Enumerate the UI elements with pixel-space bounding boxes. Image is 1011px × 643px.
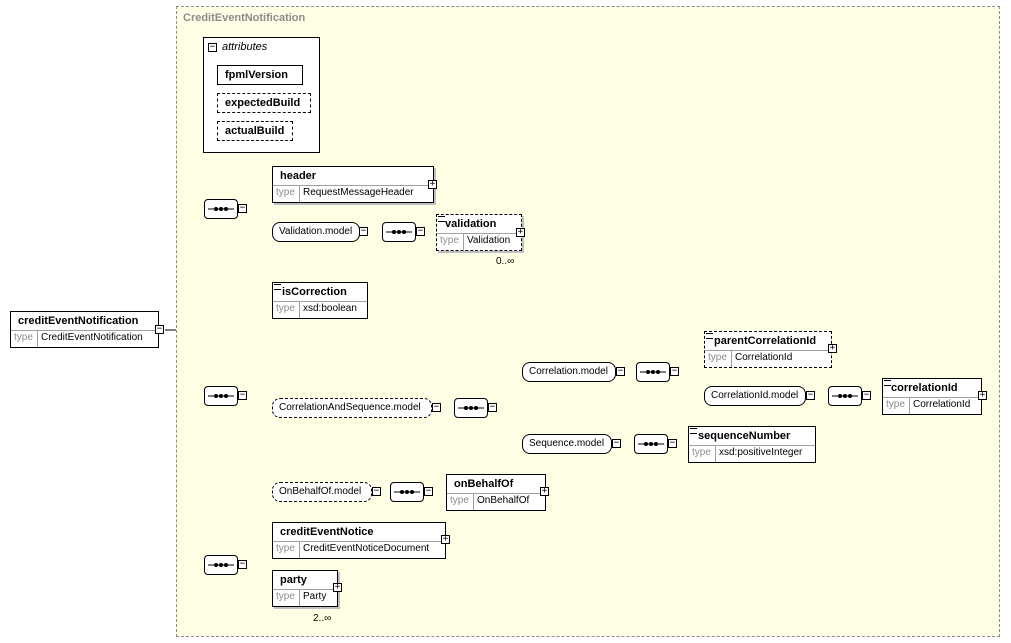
type-value: Validation: [467, 235, 511, 246]
type-label: type: [276, 187, 295, 198]
type-value: CreditEventNoticeDocument: [303, 543, 430, 554]
sequence-compositor-icon[interactable]: [204, 386, 238, 406]
element-name: onBehalfOf: [454, 478, 514, 490]
type-value: CorrelationId: [735, 352, 793, 363]
collapse-icon[interactable]: −: [238, 390, 247, 400]
document-icon: [706, 333, 713, 339]
collapse-icon[interactable]: −: [432, 402, 441, 412]
element-header[interactable]: header type RequestMessageHeader: [272, 166, 434, 203]
type-value: CreditEventNotification: [41, 332, 143, 343]
expand-icon[interactable]: +: [516, 227, 525, 237]
element-sequenceNumber[interactable]: sequenceNumber type xsd:positiveInteger: [688, 426, 816, 463]
element-name: creditEventNotification: [18, 315, 139, 327]
element-name: header: [280, 170, 317, 182]
attributes-title: attributes: [222, 41, 268, 53]
expand-icon[interactable]: +: [428, 179, 437, 189]
collapse-icon[interactable]: −: [238, 559, 247, 569]
type-value: OnBehalfOf: [477, 495, 530, 506]
cardinality-label: 2..∞: [313, 613, 332, 624]
cardinality-label: 0..∞: [496, 256, 515, 267]
root-element-creditEventNotification[interactable]: creditEventNotification type CreditEvent…: [10, 311, 159, 348]
collapse-icon[interactable]: −: [616, 366, 625, 376]
model-group-sequence[interactable]: Sequence.model: [522, 434, 612, 454]
attribute-fpmlVersion[interactable]: fpmlVersion: [217, 65, 303, 85]
collapse-icon[interactable]: −: [612, 438, 621, 448]
element-isCorrection[interactable]: isCorrection type xsd:boolean: [272, 282, 368, 319]
element-creditEventNotice[interactable]: creditEventNotice type CreditEventNotice…: [272, 522, 446, 559]
element-name: correlationId: [891, 382, 958, 394]
type-label: type: [276, 591, 295, 602]
element-name: party: [280, 574, 307, 586]
element-validation[interactable]: validation type Validation: [436, 214, 522, 251]
type-value: xsd:boolean: [303, 303, 357, 314]
sequence-compositor-icon[interactable]: [634, 434, 668, 454]
type-value: Party: [303, 591, 327, 602]
collapse-icon[interactable]: −: [862, 390, 871, 400]
document-icon: [438, 216, 445, 222]
model-group-on-behalf-of[interactable]: OnBehalfOf.model: [272, 482, 372, 502]
model-group-correlation-id[interactable]: CorrelationId.model: [704, 386, 806, 406]
collapse-icon[interactable]: −: [670, 366, 679, 376]
model-group-correlation[interactable]: Correlation.model: [522, 362, 616, 382]
type-label: type: [886, 399, 905, 410]
type-value: RequestMessageHeader: [303, 187, 414, 198]
model-group-correlation-and-sequence[interactable]: CorrelationAndSequence.model: [272, 398, 432, 418]
sequence-compositor-icon[interactable]: [390, 482, 424, 502]
collapse-icon[interactable]: −: [424, 486, 433, 496]
type-value: xsd:positiveInteger: [719, 447, 803, 458]
document-icon: [274, 284, 281, 290]
element-party[interactable]: party type Party: [272, 570, 338, 607]
type-value: CorrelationId: [913, 399, 971, 410]
element-parentCorrelationId[interactable]: parentCorrelationId type CorrelationId: [704, 331, 832, 368]
collapse-icon[interactable]: −: [372, 486, 381, 496]
document-icon: [884, 380, 891, 386]
collapse-icon[interactable]: −: [416, 226, 425, 236]
element-name: creditEventNotice: [280, 526, 374, 538]
element-correlationId[interactable]: correlationId type CorrelationId: [882, 378, 982, 415]
sequence-compositor-icon[interactable]: [636, 362, 670, 382]
type-label: type: [440, 235, 459, 246]
element-name: validation: [445, 218, 497, 230]
element-onBehalfOf[interactable]: onBehalfOf type OnBehalfOf: [446, 474, 546, 511]
attribute-expectedBuild[interactable]: expectedBuild: [217, 93, 311, 113]
document-icon: [690, 428, 697, 434]
sequence-compositor-icon[interactable]: [828, 386, 862, 406]
expand-icon[interactable]: +: [978, 390, 987, 400]
element-name: sequenceNumber: [698, 430, 791, 442]
collapse-icon[interactable]: −: [668, 438, 677, 448]
type-label: type: [708, 352, 727, 363]
expand-icon[interactable]: +: [441, 534, 450, 544]
type-label: type: [276, 543, 295, 554]
collapse-icon[interactable]: −: [238, 203, 247, 213]
complex-type-title: CreditEventNotification: [183, 12, 306, 24]
collapse-icon[interactable]: −: [155, 324, 164, 334]
type-label: type: [14, 332, 33, 343]
element-name: parentCorrelationId: [714, 335, 817, 347]
type-label: type: [276, 303, 295, 314]
expand-icon[interactable]: +: [828, 343, 837, 353]
collapse-icon[interactable]: −: [488, 402, 497, 412]
type-label: type: [450, 495, 469, 506]
collapse-icon[interactable]: −: [359, 226, 368, 236]
type-label: type: [692, 447, 711, 458]
element-name: isCorrection: [282, 286, 347, 298]
collapse-icon[interactable]: −: [208, 42, 217, 52]
expand-icon[interactable]: +: [333, 582, 342, 592]
sequence-compositor-icon[interactable]: [382, 222, 416, 242]
sequence-compositor-icon[interactable]: [204, 555, 238, 575]
attribute-actualBuild[interactable]: actualBuild: [217, 121, 293, 141]
model-group-validation[interactable]: Validation.model: [272, 222, 360, 242]
expand-icon[interactable]: +: [540, 486, 549, 496]
collapse-icon[interactable]: −: [806, 390, 815, 400]
sequence-compositor-icon[interactable]: [204, 199, 238, 219]
sequence-compositor-icon[interactable]: [454, 398, 488, 418]
